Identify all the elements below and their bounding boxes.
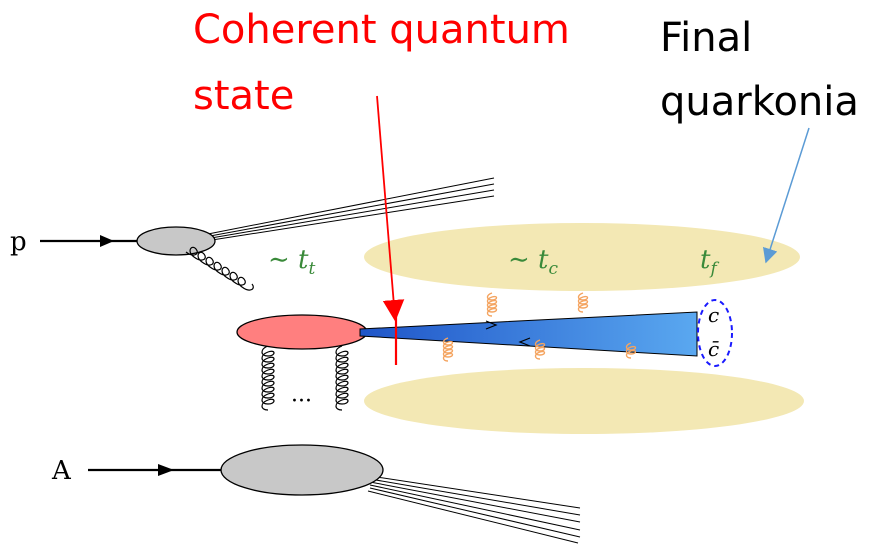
ladder-dots: ··· [291, 389, 312, 414]
antiquark-arrow [518, 337, 531, 347]
nucleus-blob [220, 444, 384, 496]
coherent-state-label-line1: Coherent quantum [193, 7, 570, 53]
proton-blob [136, 226, 216, 256]
medium-lower-band [364, 368, 804, 434]
quark-label: c [708, 303, 719, 327]
final-quarkonia-label-line1: Final [660, 15, 753, 61]
nucleus-arrow [158, 464, 174, 476]
final-quarkonia-label-line2: quarkonia [660, 79, 859, 125]
time-label-formation: ∼ tt [268, 245, 316, 279]
proton-label: p [10, 227, 27, 257]
nucleus-remnant-lines [367, 475, 581, 544]
quarkonium-pair-outline [697, 299, 733, 367]
coherent-state-pointer [376, 95, 405, 322]
nucleus-label: A [51, 456, 72, 486]
time-label-coherence: ∼ tc [508, 245, 559, 279]
coherent-state-label-line2: state [193, 73, 295, 119]
quark-arrow [485, 320, 498, 330]
gluon-ladder [261, 345, 349, 411]
gluon-proton [185, 246, 254, 291]
proton-remnant-lines [207, 177, 495, 241]
antiquark-label: c̄ [708, 337, 719, 361]
medium-gluons [442, 292, 637, 362]
hard-scattering-blob [236, 314, 368, 350]
medium-upper-band [364, 223, 800, 291]
final-quarkonia-pointer [762, 127, 810, 264]
time-label-final: tf [700, 245, 719, 279]
quark-pair-cone [359, 311, 698, 357]
proton-arrow [100, 235, 114, 247]
